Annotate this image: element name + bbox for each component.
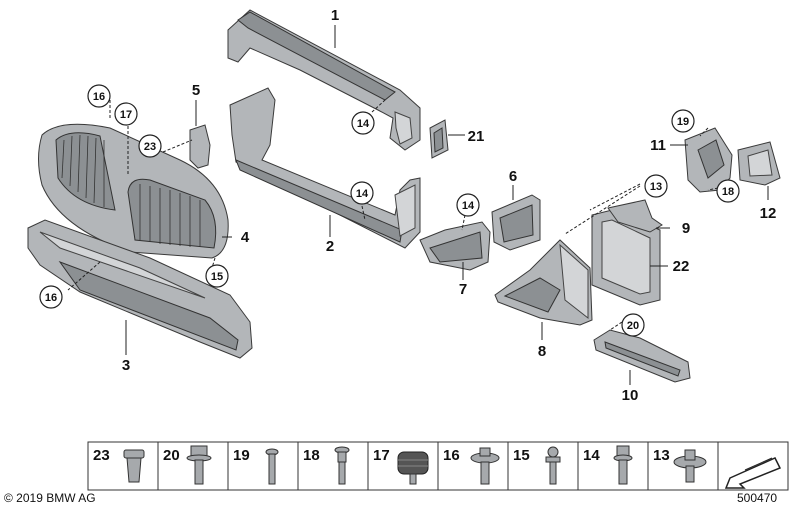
- hardware-19-rivet-icon: [265, 448, 279, 485]
- callout-14-middle: 14: [356, 188, 369, 200]
- hardware-label-15: 15: [513, 447, 530, 464]
- hardware-label-14: 14: [583, 447, 600, 464]
- part-6-air-guide: [491, 185, 541, 251]
- hardware-label-18: 18: [303, 447, 320, 464]
- hardware-18-push-rivet-icon: [334, 446, 350, 485]
- part-2-lower-frame: [229, 87, 421, 249]
- diagram-id: 500470: [737, 491, 778, 505]
- callout-7: 7: [459, 281, 467, 298]
- hardware-label-23: 23: [93, 447, 110, 464]
- callout-23: 23: [144, 141, 156, 153]
- callout-16-bottom: 16: [45, 292, 57, 304]
- hardware-label-16: 16: [443, 447, 460, 464]
- callout-14-upper: 14: [357, 118, 370, 130]
- callout-16-top: 16: [93, 91, 105, 103]
- callout-21: 21: [468, 128, 485, 145]
- callout-15: 15: [211, 271, 223, 283]
- hardware-16-flange-screw-icon: [470, 447, 500, 485]
- callout-6: 6: [509, 168, 517, 185]
- part-12-air-guide: [737, 141, 781, 200]
- part-4-kidney-grille: [38, 123, 232, 259]
- hardware-13-sheet-metal-nut-icon: [673, 449, 707, 483]
- callout-20: 20: [627, 320, 639, 332]
- hardware-20-hex-bolt-icon: [186, 445, 212, 485]
- part-10-bracket: [593, 329, 691, 385]
- callout-18: 18: [722, 186, 734, 198]
- copyright-text: © 2019 BMW AG: [4, 491, 96, 505]
- callout-8: 8: [538, 343, 546, 360]
- part-21-bracket: [429, 119, 465, 159]
- callout-2: 2: [326, 238, 334, 255]
- hardware-label-19: 19: [233, 447, 250, 464]
- callout-10: 10: [622, 387, 639, 404]
- hardware-bar: 23 20 19 18 17 16 15 14 13: [87, 441, 789, 491]
- hardware-14-screw-icon: [613, 445, 633, 485]
- part-7-air-guide: [419, 221, 491, 280]
- hardware-label-20: 20: [163, 447, 180, 464]
- hardware-15-ball-stud-icon: [545, 446, 561, 485]
- hardware-label-17: 17: [373, 447, 390, 464]
- callout-12: 12: [760, 205, 777, 222]
- callout-5: 5: [192, 82, 200, 99]
- callout-14-right: 14: [462, 200, 475, 212]
- callout-4: 4: [241, 229, 250, 246]
- part-3-lower-duct: [27, 219, 253, 359]
- part-1-upper-frame: [227, 9, 421, 151]
- part-9-holder: [607, 199, 670, 233]
- callout-1: 1: [331, 7, 339, 24]
- callout-19: 19: [677, 116, 689, 128]
- callout-11: 11: [650, 137, 666, 154]
- callout-17: 17: [120, 109, 132, 121]
- part-8-air-duct: [494, 239, 593, 340]
- callout-3: 3: [122, 357, 130, 374]
- part-5-sensor-holder: [189, 100, 211, 169]
- callout-numbers: 1 2 3 4 5 6 7 8 9 10 11 12 21 22: [122, 7, 777, 404]
- part-22-frame: [591, 209, 668, 306]
- hardware-23-expanding-nut-icon: [123, 449, 145, 483]
- callout-22: 22: [673, 258, 690, 275]
- leader-lines: [67, 99, 719, 331]
- callout-9: 9: [682, 220, 690, 237]
- hardware-arrow-icon: [724, 457, 782, 489]
- hardware-17-rubber-mount-icon: [397, 451, 429, 485]
- circled-callouts: 16 17 23 15 16 14 14 14 13 19 18 20: [39, 84, 740, 337]
- hardware-label-13: 13: [653, 447, 670, 464]
- grille-slats: [61, 134, 201, 247]
- callout-13: 13: [650, 181, 662, 193]
